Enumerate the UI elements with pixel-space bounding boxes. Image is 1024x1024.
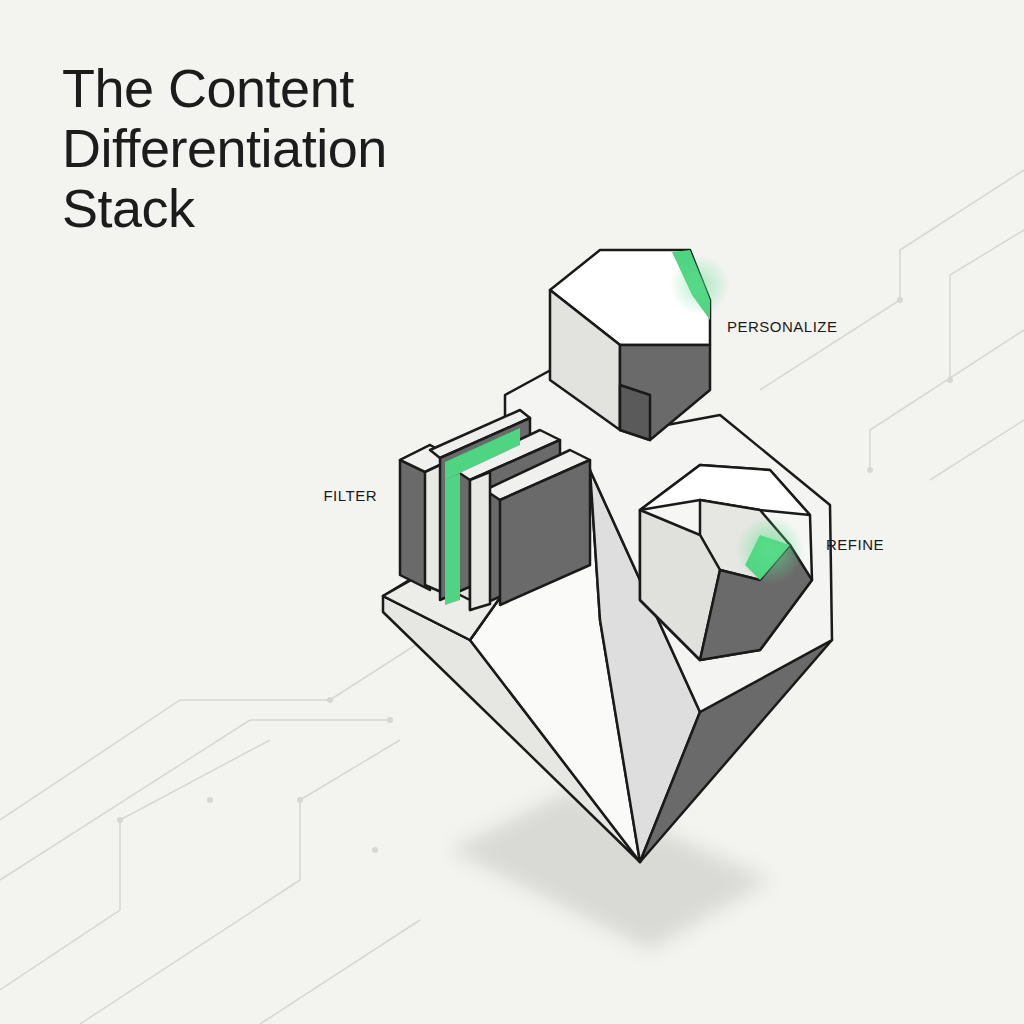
diagram-title: The Content Differentiation Stack	[62, 58, 462, 238]
part-label: REFINE	[826, 536, 884, 553]
part-label: FILTER	[323, 487, 377, 504]
part-label: PERSONALIZE	[727, 318, 838, 335]
